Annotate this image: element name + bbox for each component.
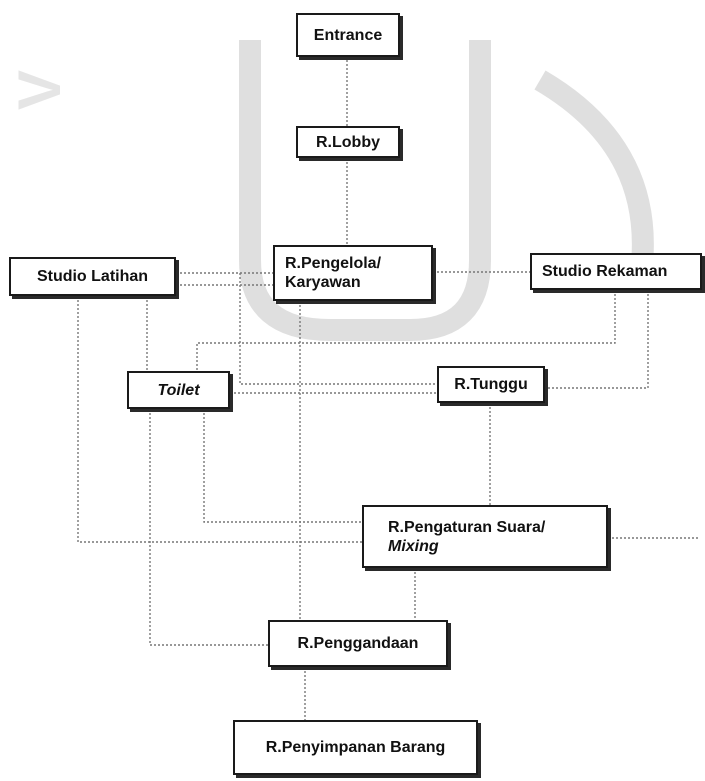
node-toilet: Toilet xyxy=(127,371,230,409)
node-lobby: R.Lobby xyxy=(296,126,400,158)
connector-latihan-pengaturan xyxy=(77,296,362,543)
node-tunggu-label: R.Tunggu xyxy=(454,376,528,393)
node-studio-latihan-label: Studio Latihan xyxy=(36,268,149,285)
node-penyimpanan: R.Penyimpanan Barang xyxy=(233,720,478,775)
node-penggandaan-label: R.Penggandaan xyxy=(297,635,419,652)
node-pengaturan: R.Pengaturan Suara/ Mixing xyxy=(362,505,608,568)
connector-toilet-penggandaan xyxy=(149,409,268,646)
connector-pengelola-tunggu xyxy=(239,273,437,385)
node-entrance: Entrance xyxy=(296,13,400,57)
node-studio-latihan: Studio Latihan xyxy=(9,257,176,296)
svg-text:V: V xyxy=(6,70,73,110)
connector-rekaman-tunggu xyxy=(545,290,649,389)
node-entrance-label: Entrance xyxy=(313,26,383,44)
node-lobby-label: R.Lobby xyxy=(316,133,380,151)
node-pengaturan-label-1: R.Pengaturan Suara/ xyxy=(388,518,546,536)
node-pengelola: R.Pengelola/ Karyawan xyxy=(273,245,433,301)
node-penyimpanan-label: R.Penyimpanan Barang xyxy=(265,739,446,756)
node-studio-rekaman-label: Studio Rekaman xyxy=(542,263,668,280)
node-pengelola-label-2: Karyawan xyxy=(285,274,361,291)
node-studio-rekaman: Studio Rekaman xyxy=(530,253,702,290)
node-pengaturan-label-2: Mixing xyxy=(388,537,439,555)
node-penggandaan: R.Penggandaan xyxy=(268,620,448,667)
connector-toilet-pengaturan xyxy=(203,409,362,523)
node-tunggu: R.Tunggu xyxy=(437,366,545,403)
connector-rekaman-toilet xyxy=(196,290,616,371)
node-toilet-label: Toilet xyxy=(157,381,200,399)
node-pengelola-label-1: R.Pengelola/ xyxy=(285,255,382,272)
